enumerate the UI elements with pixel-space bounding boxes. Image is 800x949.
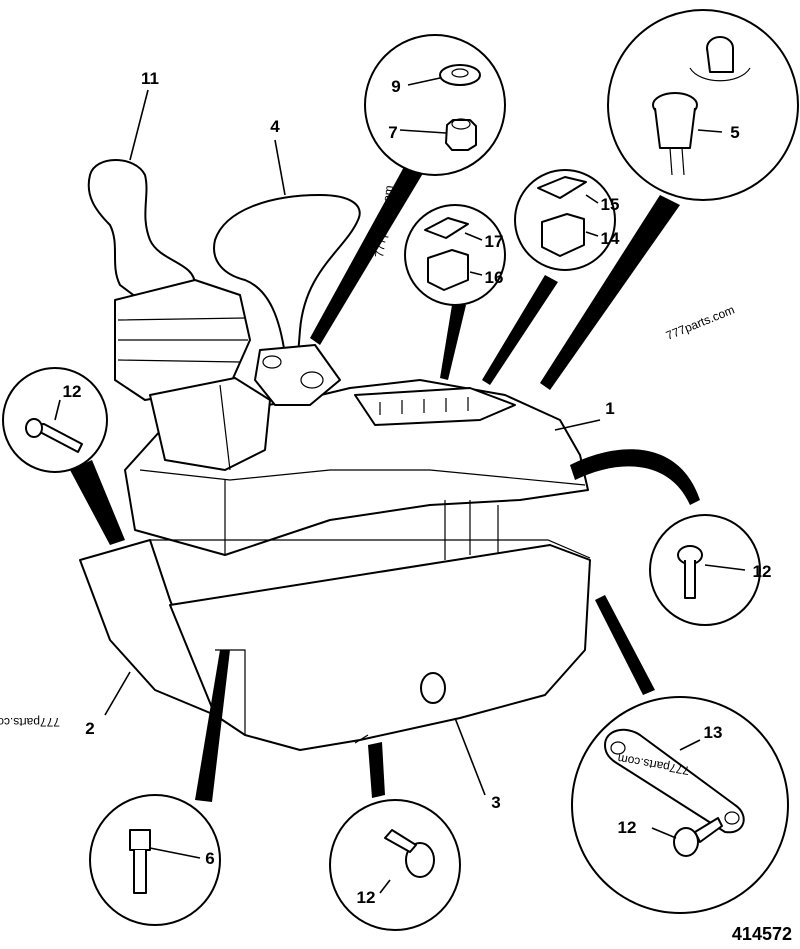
callout-4: 4 bbox=[270, 117, 280, 136]
callout-7: 7 bbox=[388, 123, 397, 142]
reference-number: 414572 bbox=[732, 924, 792, 944]
joystick bbox=[87, 159, 271, 471]
callout-12-left: 12 bbox=[63, 382, 82, 401]
callout-11: 11 bbox=[141, 69, 159, 88]
callout-5: 5 bbox=[730, 123, 739, 142]
callout-15: 15 bbox=[601, 195, 620, 214]
leader-lines bbox=[104, 89, 601, 796]
callout-12-right: 12 bbox=[753, 562, 772, 581]
detail-bolt-12-right bbox=[570, 449, 761, 626]
callout-13: 13 bbox=[704, 723, 723, 742]
callout-numbers: 11 4 9 7 5 15 14 17 16 1 12 12 2 3 13 12… bbox=[63, 69, 772, 907]
callout-14: 14 bbox=[601, 229, 620, 248]
detail-bolt-12-left bbox=[2, 367, 125, 545]
callout-12-plate: 12 bbox=[618, 818, 637, 837]
detail-switch-14-15 bbox=[482, 169, 616, 385]
callout-17: 17 bbox=[485, 232, 504, 251]
callout-2: 2 bbox=[85, 719, 94, 738]
detail-socket-5 bbox=[540, 9, 799, 390]
callout-9: 9 bbox=[391, 77, 400, 96]
detail-screw-6 bbox=[89, 650, 230, 926]
watermark-left: 777parts.com bbox=[0, 715, 60, 729]
detail-plate-13 bbox=[571, 595, 789, 914]
watermark-right: 777parts.com bbox=[664, 303, 737, 343]
callout-6: 6 bbox=[205, 849, 214, 868]
detail-washer-nut bbox=[310, 34, 506, 345]
armrest bbox=[213, 194, 361, 406]
callout-16: 16 bbox=[485, 268, 504, 287]
callout-1: 1 bbox=[605, 399, 614, 418]
callout-3: 3 bbox=[491, 793, 500, 812]
detail-bolt-12-bottom bbox=[329, 742, 461, 931]
lower-shroud bbox=[79, 539, 591, 751]
detail-switch-16-17 bbox=[404, 204, 506, 380]
callout-12-bottom: 12 bbox=[357, 888, 376, 907]
